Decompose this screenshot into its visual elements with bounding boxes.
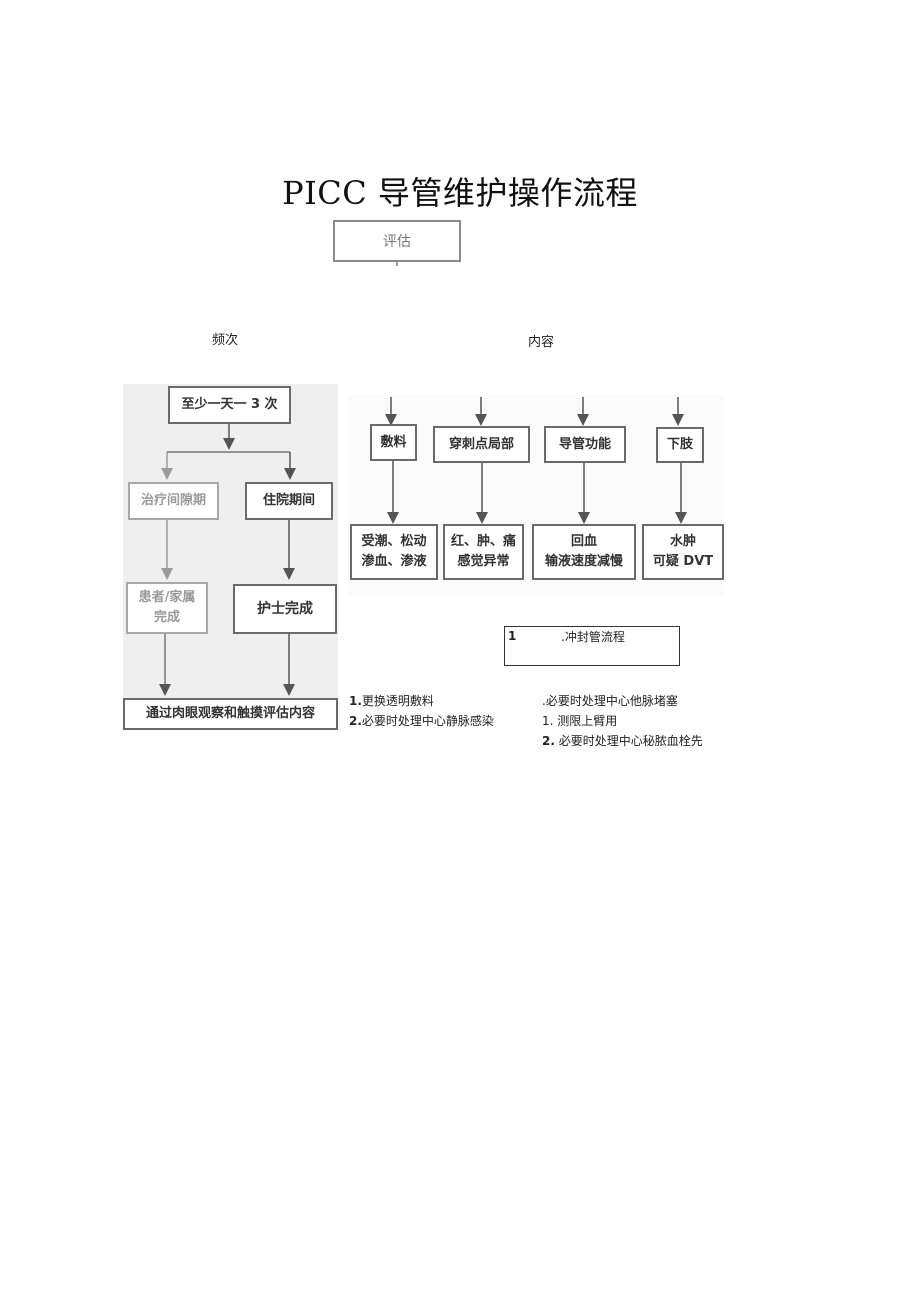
category-lower-limb-box: 下肢	[656, 427, 704, 463]
frequency-label: 频次	[212, 333, 239, 348]
finding-dressing-line1: 受潮、松动	[361, 534, 427, 549]
flush-procedure-box: 1 .冲封管流程	[504, 626, 680, 666]
note-right-3: 2. 必要时处理中心秘脓血栓先	[542, 732, 703, 749]
finding-dressing-line2: 渗血、渗液	[361, 554, 427, 569]
note-right-3-text: 必要时处理中心秘脓血栓先	[554, 734, 703, 748]
category-dressing-box: 敷料	[370, 424, 417, 461]
inpatient-box: 住院期间	[245, 482, 333, 520]
finding-puncture-site-box: 红、肿、痛 感觉异常	[443, 524, 524, 580]
finding-dressing-box: 受潮、松动 渗血、渗液	[350, 524, 438, 580]
note-right-2-text: 1. 测限上臂用	[542, 714, 618, 728]
finding-lower-limb-line2: 可疑 DVT	[652, 554, 714, 569]
frequency-top-box: 至少一天一 3 次	[168, 386, 291, 424]
finding-catheter-function-box: 回血 输液速度减慢	[532, 524, 636, 580]
patient-family-box: 患者/家属 完成	[126, 582, 208, 634]
content-label: 内容	[528, 335, 555, 350]
note-right-1: .必要时处理中心他脉堵塞	[542, 692, 678, 709]
note-right-2: 1. 测限上臂用	[542, 712, 617, 729]
finding-catheter-line1: 回血	[570, 534, 597, 549]
assess-method-box: 通过肉眼观察和触摸评估内容	[123, 698, 338, 730]
note-left-2: 2.必要时处理中心静脉感染	[349, 712, 494, 729]
note-right-3-num: 2.	[542, 734, 555, 748]
finding-puncture-line2: 感觉异常	[457, 554, 510, 569]
nurse-box: 护士完成	[233, 584, 337, 634]
category-puncture-site-box: 穿刺点局部	[433, 426, 530, 463]
treatment-interval-box: 治疗间隙期	[128, 482, 219, 520]
page-title: PICC 导管维护操作流程	[282, 174, 638, 212]
patient-family-line1: 患者/家属	[138, 590, 196, 605]
note-left-1-text: 更换透明敷料	[361, 694, 434, 708]
finding-lower-limb-line1: 水肿	[669, 534, 696, 549]
patient-family-line2: 完成	[153, 610, 180, 625]
assess-box: 评估	[333, 220, 461, 262]
category-catheter-function-box: 导管功能	[544, 426, 626, 463]
note-left-1: 1.更换透明敷料	[349, 692, 434, 709]
finding-puncture-line1: 红、肿、痛	[450, 534, 516, 549]
finding-lower-limb-box: 水肿 可疑 DVT	[642, 524, 724, 580]
note-left-2-text: 必要时处理中心静脉感染	[361, 714, 494, 728]
flush-procedure-number: 1	[508, 629, 517, 643]
frequency-flowchart-image	[123, 384, 338, 730]
flush-procedure-label: .冲封管流程	[561, 630, 625, 644]
note-left-1-num: 1.	[349, 694, 362, 708]
note-left-2-num: 2.	[349, 714, 362, 728]
note-right-1-text: .必要时处理中心他脉堵塞	[542, 694, 678, 708]
finding-catheter-line2: 输液速度减慢	[544, 554, 623, 569]
